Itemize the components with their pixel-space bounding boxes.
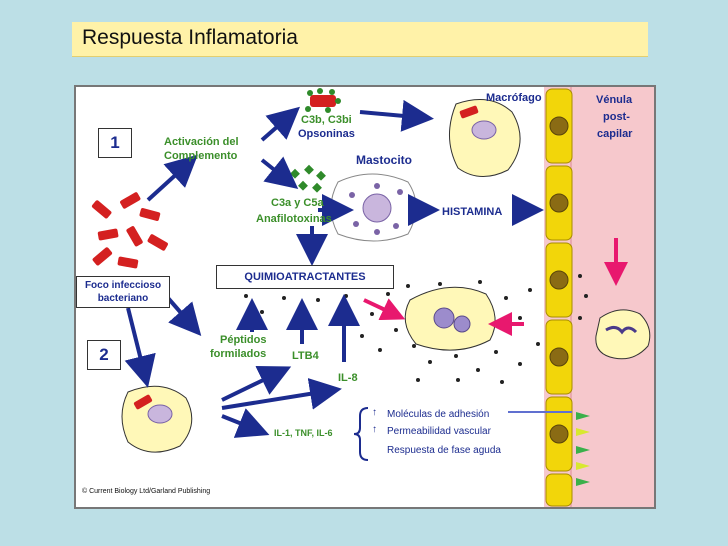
pink-arrow-left [363, 298, 406, 321]
label-fase-aguda: Respuesta de fase aguda [387, 445, 501, 456]
label-opsoninas: Opsoninas [298, 128, 355, 140]
bacteria-cluster [91, 192, 168, 269]
up-arrow-permeabilidad: ↑ [372, 424, 377, 435]
migrating-neutrophil [595, 309, 651, 360]
arrow-to-ltb4 [221, 366, 292, 402]
step-2-badge: 2 [87, 340, 121, 370]
arrow-to-complement [146, 154, 198, 202]
complement-molecules [290, 164, 326, 193]
label-c3a: C3a y C5a [271, 197, 324, 209]
arrow-foco-to-macrophage [124, 307, 156, 388]
endothelial-cells [545, 88, 573, 507]
arrow-opsonins-to-macrofago [359, 99, 434, 132]
label-peptidos-1: Péptidos [220, 334, 267, 346]
label-venula-2: post- [603, 111, 630, 123]
endothelial-cell [545, 473, 573, 507]
label-foco-1: Foco infeccioso [84, 280, 162, 291]
foco-infeccioso-box: Foco infeccioso bacteriano [76, 276, 170, 308]
label-ltb4: LTB4 [292, 350, 319, 362]
up-arrow-adhesion: ↑ [372, 407, 377, 418]
label-permeabilidad: Permeabilidad vascular [387, 426, 491, 437]
nucleus [549, 193, 569, 213]
flow-arrows [124, 99, 544, 438]
nucleus [549, 424, 569, 444]
label-mastocito: Mastocito [356, 153, 413, 167]
slide-title: Respuesta Inflamatoria [82, 26, 298, 49]
nucleus [549, 270, 569, 290]
arrow-to-il1 [221, 408, 270, 438]
label-venula-1: Vénula [596, 94, 633, 106]
effects-bracket [353, 407, 369, 461]
chemoattractant-drops [244, 274, 588, 384]
quimioatractantes-box: QUIMIOATRACTANTES [216, 265, 394, 289]
label-moleculas: Moléculas de adhesión [387, 409, 490, 420]
label-activacion-2: Complemento [164, 150, 238, 162]
label-il8: IL-8 [338, 372, 358, 384]
arrow-to-opsonins [260, 106, 301, 142]
label-venula-3: capilar [597, 128, 633, 140]
nucleus [549, 116, 569, 136]
label-il1: IL-1, TNF, IL-6 [274, 428, 333, 438]
label-anafilotoxinas: Anafilotoxinas [256, 213, 332, 225]
label-peptidos-2: formilados [210, 348, 267, 360]
arrow-to-peptidos [166, 296, 202, 337]
label-activacion-1: Activación del [164, 136, 239, 148]
arrow-to-anafilotoxinas [260, 156, 299, 189]
opsonized-bacterium [305, 88, 341, 113]
copyright-note: © Current Biology Ltd/Garland Publishing [82, 488, 211, 495]
label-foco-2: bacteriano [97, 293, 149, 304]
nucleus [549, 347, 569, 367]
label-macrofago: Macrófago [486, 92, 542, 104]
label-c3b: C3b, C3bi [301, 114, 352, 126]
step-1-badge: 1 [98, 128, 132, 158]
arrow-to-il8 [221, 378, 342, 410]
title-bar: Respuesta Inflamatoria [72, 22, 648, 57]
adhesion-markers [576, 412, 590, 486]
label-histamina: HISTAMINA [442, 206, 503, 218]
